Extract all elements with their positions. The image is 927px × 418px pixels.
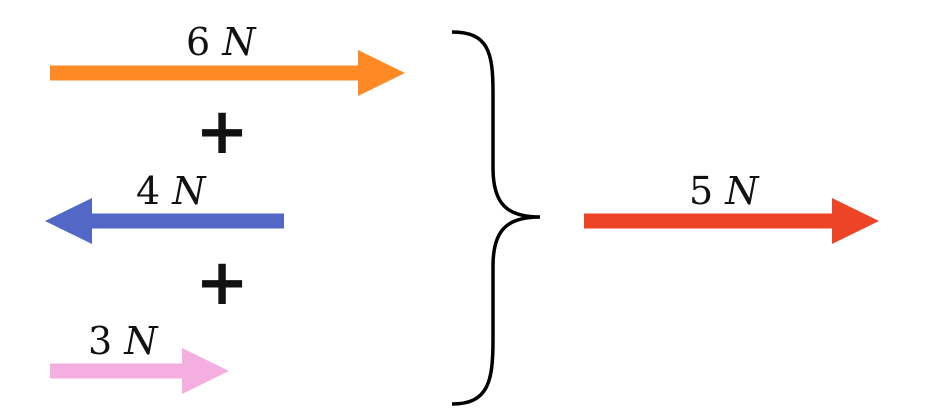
resultant-5n-head (832, 198, 879, 244)
resultant-arrow-5n: 5 N (584, 169, 879, 244)
plus-sign-2: + (195, 246, 249, 320)
resultant-5n-label: 5 N (689, 169, 760, 213)
force-arrow-6n: 6 N (50, 20, 405, 96)
force-6n-head (358, 50, 405, 96)
force-arrow-4n: 4 N (45, 169, 284, 244)
force-arrow-3n: 3 N (50, 319, 229, 394)
force-4n-label: 4 N (136, 169, 207, 213)
force-6n-label: 6 N (186, 20, 257, 64)
force-4n-head (45, 198, 92, 244)
force-3n-label: 3 N (88, 319, 159, 363)
plus-sign-1: + (195, 95, 249, 169)
force-3n-head (182, 348, 229, 394)
right-curly-brace (451, 30, 541, 406)
